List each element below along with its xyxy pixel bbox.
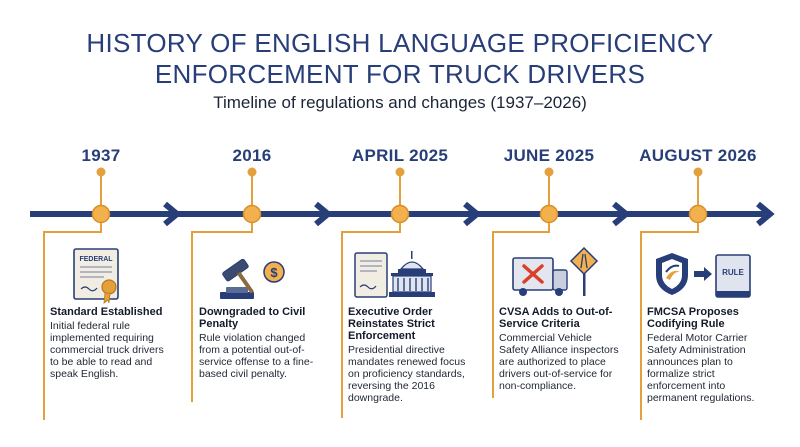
event-description: Rule violation changed from a potential …	[199, 332, 314, 380]
federal-document-icon: FEDERAL	[73, 248, 119, 304]
card-brackets	[43, 223, 699, 420]
event-title: CVSA Adds to Out-of-Service Criteria	[499, 306, 613, 330]
event-card-1937: Standard Established Initial federal rul…	[50, 306, 170, 380]
event-description: Presidential directive mandates renewed …	[348, 344, 466, 404]
title-line-1: HISTORY OF ENGLISH LANGUAGE PROFICIENCY	[86, 28, 714, 58]
event-title: FMCSA Proposes Codifying Rule	[647, 306, 739, 330]
rule-label: RULE	[722, 268, 744, 277]
chevron-right-icon	[756, 201, 775, 227]
timeline-nodes	[91, 204, 708, 224]
shield-rule-book-icon: RULE	[656, 253, 751, 298]
event-title: Downgraded to Civil Penalty	[199, 306, 306, 330]
year-label-august-2026: AUGUST 2026	[639, 146, 757, 165]
event-description: Federal Motor Carrier Safety Administrat…	[647, 332, 755, 404]
svg-text:$: $	[270, 265, 278, 280]
year-label-2016: 2016	[232, 146, 272, 165]
executive-order-capitol-icon	[354, 251, 435, 298]
year-label-1937: 1937	[81, 146, 121, 165]
timeline-node-2016	[242, 204, 262, 224]
timeline-chevrons	[163, 201, 775, 227]
timeline-node-june-2025	[539, 204, 559, 224]
year-label-april-2025: APRIL 2025	[351, 146, 449, 165]
event-card-june-2025: CVSA Adds to Out-of-Service Criteria Com…	[499, 306, 619, 392]
event-card-august-2026: FMCSA Proposes Codifying Rule Federal Mo…	[647, 306, 767, 404]
page-title: HISTORY OF ENGLISH LANGUAGE PROFICIENCY …	[0, 28, 800, 90]
chevron-right-icon	[612, 201, 631, 227]
title-line-2: ENFORCEMENT FOR TRUCK DRIVERS	[154, 59, 646, 89]
chevron-right-icon	[163, 201, 182, 227]
page-subtitle: Timeline of regulations and changes (193…	[213, 93, 587, 112]
year-connectors	[96, 167, 703, 206]
event-description: Initial federal rule implemented requiri…	[50, 320, 164, 380]
year-label-june-2025: JUNE 2025	[503, 146, 595, 165]
event-title: Executive Order Reinstates Strict Enforc…	[348, 306, 435, 342]
gavel-dollar-icon: $	[220, 258, 285, 299]
federal-label: FEDERAL	[79, 256, 113, 263]
timeline-node-1937	[91, 204, 111, 224]
event-title: Standard Established	[50, 306, 163, 318]
event-description: Commercial Vehicle Safety Alliance inspe…	[499, 332, 619, 392]
timeline-node-april-2025	[390, 204, 410, 224]
chevron-right-icon	[463, 201, 482, 227]
event-card-2016: Downgraded to Civil Penalty Rule violati…	[199, 306, 319, 380]
truck-out-of-service-icon	[512, 246, 599, 296]
timeline-node-august-2026	[688, 204, 708, 224]
event-card-april-2025: Executive Order Reinstates Strict Enforc…	[348, 306, 468, 404]
chevron-right-icon	[314, 201, 333, 227]
